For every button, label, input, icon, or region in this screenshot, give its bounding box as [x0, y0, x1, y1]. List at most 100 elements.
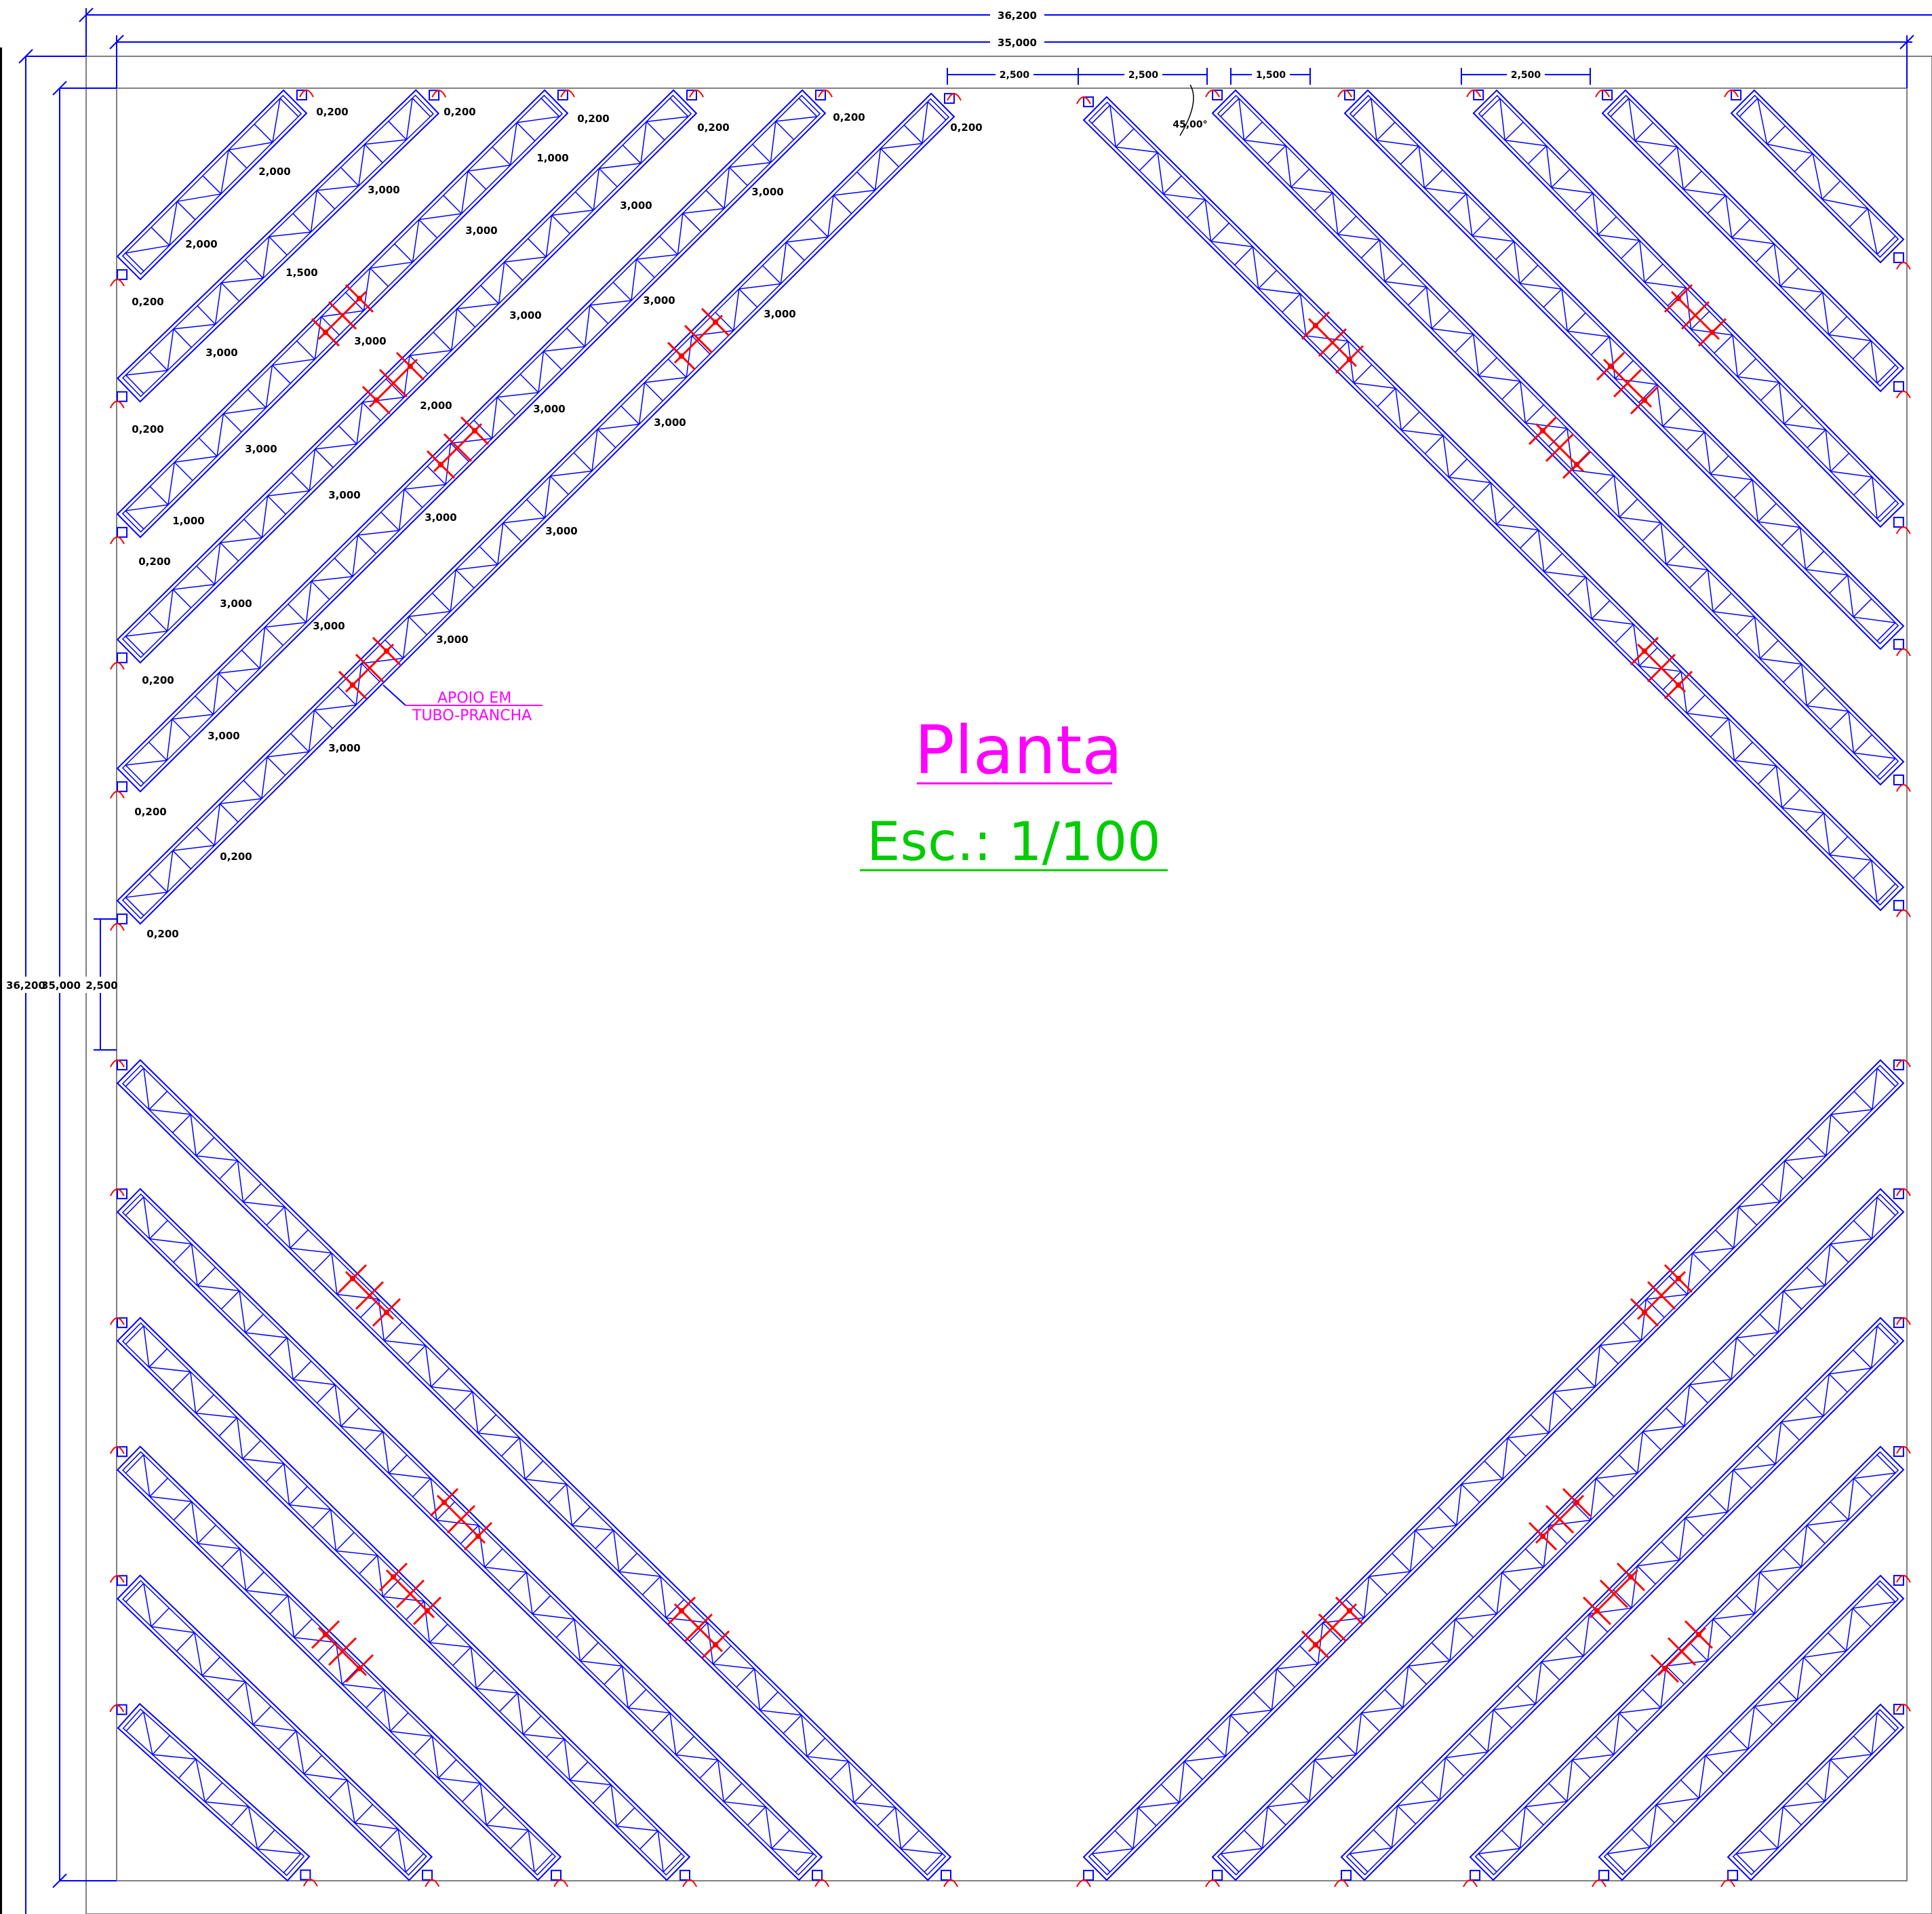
base-plate-icon: [940, 1869, 951, 1881]
base-plate-icon: [1893, 252, 1904, 263]
base-plate-icon: [1893, 1317, 1904, 1329]
truss-bottom-right-5: [1592, 1574, 1911, 1888]
dim-left-gap: 2,500: [85, 979, 117, 992]
dim-left-inner: 35,000: [41, 979, 81, 992]
dim-label-tl-5: 0,200: [833, 111, 865, 123]
base-plate-icon: [1893, 1188, 1904, 1200]
dim-label-tl-33: 0,200: [220, 851, 252, 863]
base-plate-icon: [116, 1575, 127, 1586]
truss-top-right-6: [1724, 89, 1911, 270]
dim-label-tl-25: 1,000: [172, 515, 204, 527]
truss-bottom-left-2: [109, 1188, 830, 1888]
dim-label-tl-37: 0,200: [142, 674, 174, 686]
dim-label-tl-8: 2,000: [185, 238, 217, 250]
dim-label-tl-24: 3,000: [654, 416, 686, 429]
base-plate-icon: [422, 1869, 433, 1881]
base-plate-icon: [117, 526, 128, 538]
base-plate-icon: [1731, 90, 1742, 101]
base-plate-icon: [551, 1869, 562, 1881]
base-plate-icon: [117, 1188, 128, 1200]
truss-top-left-2: [109, 89, 447, 409]
truss-bottom-left-4: [109, 1445, 569, 1888]
base-plate-icon: [686, 90, 697, 101]
tube-plank-support-icon: [1596, 351, 1659, 415]
truss-layer: [109, 89, 1911, 1888]
dim-label-tl-16: 3,000: [509, 309, 541, 321]
tube-plank-support-icon: [378, 1562, 442, 1626]
dim-label-tl-9: 1,000: [536, 152, 568, 164]
angle-label: 45,00°: [1172, 119, 1207, 130]
scale-label: Esc.: 1/100: [867, 812, 1160, 873]
dim-label-tl-29: 3,000: [313, 620, 344, 632]
dim-top-seg-1: 2,500: [1000, 70, 1030, 81]
dim-label-tl-3: 0,200: [577, 113, 609, 125]
dim-label-tl-15: 3,000: [354, 335, 386, 347]
dim-label-tl-34: 0,200: [132, 296, 163, 308]
dim-label-tl-26: 3,000: [425, 511, 456, 524]
truss-top-left-6: [110, 92, 962, 931]
dim-label-tl-13: 3,000: [751, 186, 783, 198]
truss-top-left-3: [110, 89, 575, 545]
top-dimensions: 36,200 35,000 2,500 2,500 1,500: [79, 7, 1932, 136]
base-plate-icon: [117, 1317, 128, 1329]
dim-label-tl-36: 0,200: [138, 555, 170, 568]
tube-plank-support-icon: [1663, 284, 1727, 347]
tube-plank-support-icon: [667, 1596, 730, 1660]
page-title: Planta: [915, 712, 1123, 789]
tube-plank-support-icon: [1528, 1487, 1592, 1551]
base-plate-icon: [300, 1869, 311, 1881]
dim-label-tl-30: 3,000: [436, 633, 468, 646]
base-plate-icon: [1598, 1869, 1610, 1881]
dim-label-tl-20: 2,000: [420, 399, 452, 412]
dim-left-outer: 36,200: [6, 979, 45, 992]
base-plate-icon: [1602, 90, 1613, 101]
truss-top-right-1: [1076, 96, 1911, 918]
tube-plank-support-icon: [426, 416, 490, 480]
dim-label-tl-39: 0,200: [146, 928, 178, 940]
note-line-2: TUBO-PRANCHA: [412, 707, 532, 724]
base-plate-icon: [1893, 1575, 1904, 1586]
dim-label-tl-17: 3,000: [643, 294, 675, 307]
base-plate-icon: [1893, 516, 1904, 528]
base-plate-icon: [811, 1869, 823, 1881]
tube-plank-support-icon: [1301, 311, 1364, 374]
dim-label-tl-28: 3,000: [220, 598, 252, 610]
base-plate-icon: [1473, 90, 1484, 101]
truss-top-left-5: [110, 89, 833, 799]
base-plate-icon: [679, 1869, 690, 1881]
dim-label-tl-2: 0,200: [443, 106, 475, 118]
base-plate-icon: [1470, 1869, 1481, 1881]
dim-label-tl-10: 3,000: [368, 184, 399, 196]
base-plate-icon: [117, 781, 128, 792]
base-plate-icon: [116, 1704, 127, 1715]
base-plate-icon: [117, 269, 128, 280]
dim-label-tl-7: 2,000: [258, 165, 290, 178]
truss-bottom-right-1: [1076, 1059, 1911, 1888]
tube-plank-support-icon: [311, 284, 374, 347]
base-plate-icon: [117, 1059, 128, 1071]
base-plate-icon: [116, 1446, 127, 1458]
tube-plank-support-icon: [1630, 636, 1693, 700]
dim-top-seg-4: 2,500: [1511, 70, 1541, 81]
base-plate-icon: [1212, 1869, 1223, 1881]
base-plate-icon: [117, 652, 128, 663]
dim-label-tl-19: 3,000: [205, 347, 237, 359]
dim-label-tl-12: 3,000: [620, 199, 652, 212]
base-plate-icon: [1893, 638, 1904, 650]
dim-label-tl-11: 3,000: [465, 224, 497, 237]
base-plate-icon: [116, 391, 127, 402]
base-plate-icon: [1344, 90, 1356, 101]
dim-label-tl-22: 3,000: [328, 489, 360, 501]
tube-plank-support-icon: [361, 351, 425, 415]
dim-label-tl-21: 3,000: [245, 443, 277, 455]
base-plate-icon: [814, 90, 826, 101]
truss-top-right-3: [1337, 89, 1911, 657]
top-left-dimension-labels: 0,200 0,200 0,200 0,200 0,200 0,200 2,000 2,000…: [132, 106, 982, 940]
truss-bottom-right-3: [1334, 1316, 1911, 1888]
base-plate-icon: [1083, 1869, 1095, 1881]
dim-label-tl-23: 3,000: [533, 403, 565, 415]
base-plate-icon: [1212, 90, 1223, 101]
base-plate-icon: [1341, 1869, 1352, 1881]
tube-plank-support-icon: [311, 1620, 374, 1683]
